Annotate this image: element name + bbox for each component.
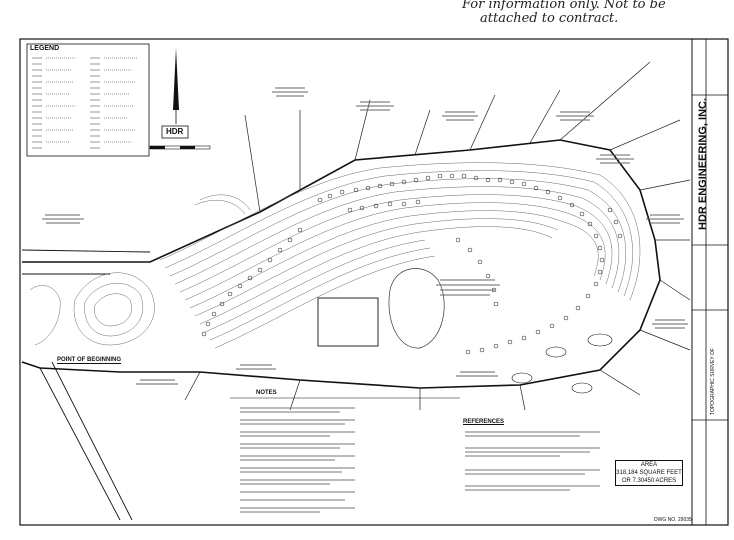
building-footprint — [317, 297, 379, 347]
lot-lines — [184, 61, 691, 411]
area-acres: OR 7.30450 ACRES — [621, 478, 677, 484]
firm-name: HDR ENGINEERING, INC. — [697, 97, 709, 230]
area-label: AREA — [640, 462, 658, 468]
contour-lines — [29, 162, 641, 349]
notes-title: NOTES — [256, 390, 277, 396]
scale-bar — [149, 145, 211, 150]
tree-symbols — [201, 173, 623, 355]
references-lines — [465, 431, 600, 491]
area-box: AREA 318,184 SQUARE FEET OR 7.30450 ACRE… — [615, 460, 683, 486]
references-title: REFERENCES — [463, 419, 505, 425]
lot-label-blocks — [42, 87, 688, 385]
survey-title-vertical: TOPOGRAPHIC SURVEY OF — [710, 348, 716, 415]
property-boundary — [21, 139, 661, 521]
point-of-beginning: POINT OF BEGINNING — [57, 357, 122, 364]
legend-title: LEGEND — [30, 45, 60, 52]
legend-rows — [32, 57, 138, 149]
notes-lines — [240, 407, 355, 513]
area-square-feet: 318,184 SQUARE FEET — [616, 470, 682, 476]
cleared-area — [388, 268, 445, 349]
north-arrow-icon — [161, 48, 189, 139]
north-logo: HDR — [166, 127, 184, 136]
handwritten-note-line2: attached to contract. — [480, 11, 619, 26]
handwritten-note-line1: For information only. Not to be — [462, 0, 666, 12]
drawing-number: DWG NO. 29035 — [654, 517, 692, 523]
